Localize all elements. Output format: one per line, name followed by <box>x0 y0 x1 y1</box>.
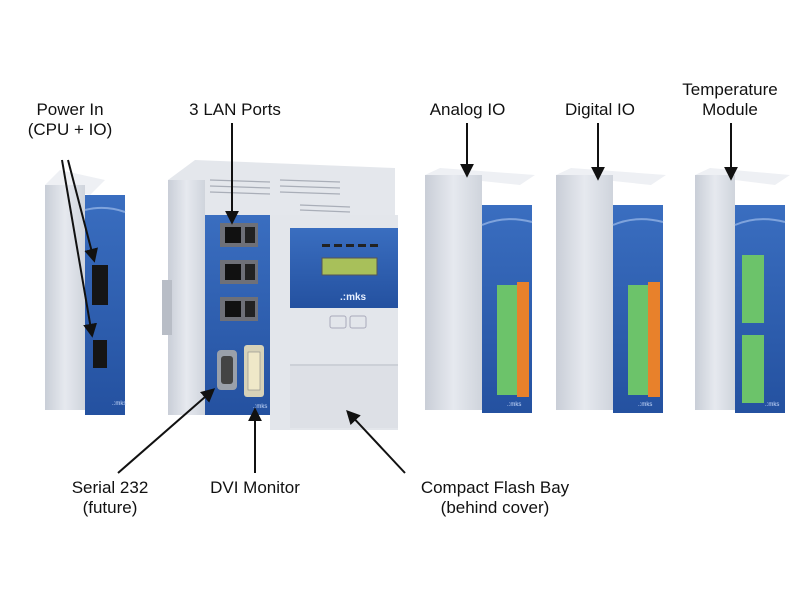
compact-flash-cover <box>290 366 398 428</box>
label-power-in-line1: Power In <box>36 100 104 119</box>
dvi-port <box>244 345 264 397</box>
label-digital-io: Digital IO <box>565 100 635 119</box>
lcd-display <box>321 257 378 276</box>
serial-port <box>217 350 237 390</box>
label-compact-flash-line1: Compact Flash Bay <box>420 478 570 497</box>
analog-io-module: .:mks <box>425 168 535 413</box>
label-temperature-module: Temperature Module <box>670 80 790 120</box>
digital-terminal-block <box>628 285 648 395</box>
display-button-left <box>329 315 347 329</box>
cpu-module: .:mks .:mks <box>162 160 398 430</box>
label-compact-flash-line2: (behind cover) <box>440 498 550 517</box>
power-module: .:mks <box>45 170 126 415</box>
lan-port-1 <box>220 223 258 247</box>
arrow-power-io <box>61 159 98 338</box>
label-lan-ports: 3 LAN Ports <box>189 100 281 119</box>
label-serial: Serial 232 (future) <box>50 478 170 518</box>
label-compact-flash: Compact Flash Bay (behind cover) <box>395 478 595 518</box>
power-brand-logo: .:mks <box>112 401 126 407</box>
label-analog-io: Analog IO <box>429 100 506 119</box>
label-power-in: Power In (CPU + IO) <box>0 100 140 140</box>
arrow-compact-flash <box>346 409 406 474</box>
digital-io-module: .:mks <box>556 168 666 413</box>
analog-brand-logo: .:mks <box>507 402 521 408</box>
label-temperature-line2: Module <box>702 100 758 119</box>
label-power-in-line2: (CPU + IO) <box>27 120 113 139</box>
temperature-terminal-block-upper <box>742 255 764 323</box>
analog-terminal-clip <box>517 282 529 397</box>
label-temperature-line1: Temperature <box>682 80 778 99</box>
cpu-brand-logo: .:mks <box>253 404 267 410</box>
analog-terminal-block <box>497 285 517 395</box>
lan-port-2 <box>220 260 258 284</box>
label-dvi-monitor: DVI Monitor <box>210 478 300 497</box>
power-connector-cpu <box>92 265 108 305</box>
label-serial-line2: (future) <box>82 498 138 517</box>
temperature-module: .:mks <box>695 168 790 413</box>
temperature-brand-logo: .:mks <box>765 402 779 408</box>
label-serial-line1: Serial 232 <box>71 478 149 497</box>
display-brand-logo: .:mks <box>340 292 367 303</box>
arrow-power-cpu <box>67 159 98 263</box>
arrow-serial <box>117 388 216 474</box>
digital-terminal-clip <box>648 282 660 397</box>
lan-port-3 <box>220 297 258 321</box>
display-button-right <box>349 315 367 329</box>
digital-brand-logo: .:mks <box>638 402 652 408</box>
temperature-terminal-block-lower <box>742 335 764 403</box>
power-connector-io <box>93 340 107 368</box>
